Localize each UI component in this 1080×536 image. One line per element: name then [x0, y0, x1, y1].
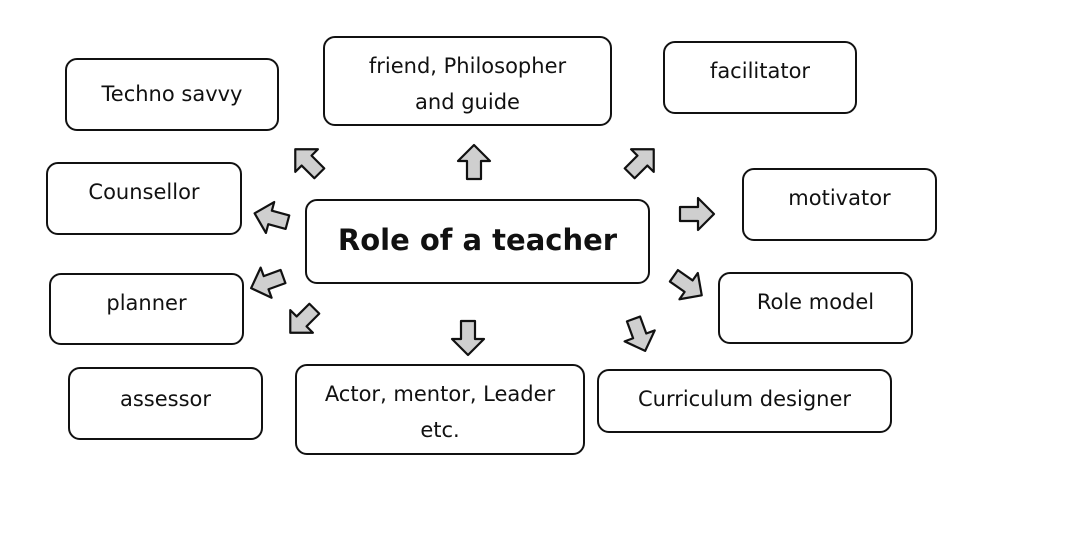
curriculum-designer-label: Curriculum designer — [637, 387, 852, 411]
arrow-to-role-model — [663, 261, 713, 310]
arrow-to-actor-mentor — [450, 319, 486, 357]
friend-philosopher-box: friend, Philosopher and guide — [323, 36, 612, 126]
motivator-box: motivator — [742, 168, 937, 241]
curriculum-designer-box: Curriculum designer — [597, 369, 892, 433]
center-label: Role of a teacher — [337, 223, 618, 257]
actor-mentor-line1: Actor, mentor, Leader — [324, 382, 556, 406]
role-model-label: Role model — [756, 290, 875, 314]
arrow-to-counsellor — [249, 196, 293, 239]
facilitator-box: facilitator — [663, 41, 857, 114]
counsellor-label: Counsellor — [88, 180, 200, 204]
arrow-to-motivator — [678, 196, 716, 232]
assessor-box: assessor — [68, 367, 263, 440]
arrow-to-curriculum-designer — [617, 312, 662, 358]
friend-philosopher-line2: and guide — [415, 90, 520, 114]
actor-mentor-box: Actor, mentor, Leader etc. — [295, 364, 585, 455]
role-model-box: Role model — [718, 272, 913, 344]
assessor-label: assessor — [119, 387, 212, 411]
actor-mentor-line2: etc. — [420, 418, 460, 442]
arrow-to-facilitator — [617, 136, 667, 186]
techno-savvy-label: Techno savvy — [101, 82, 243, 106]
arrow-to-assessor — [277, 296, 327, 346]
arrow-to-planner — [244, 260, 290, 305]
techno-savvy-box: Techno savvy — [65, 58, 279, 131]
center-box: Role of a teacher — [305, 199, 650, 284]
motivator-label: motivator — [788, 186, 891, 210]
facilitator-label: facilitator — [709, 59, 811, 83]
counsellor-box: Counsellor — [46, 162, 242, 235]
planner-box: planner — [49, 273, 244, 345]
friend-philosopher-line1: friend, Philosopher — [368, 54, 567, 78]
arrow-to-techno-savvy — [282, 136, 332, 186]
planner-label: planner — [106, 291, 187, 315]
arrow-to-friend-philosopher — [456, 143, 492, 181]
